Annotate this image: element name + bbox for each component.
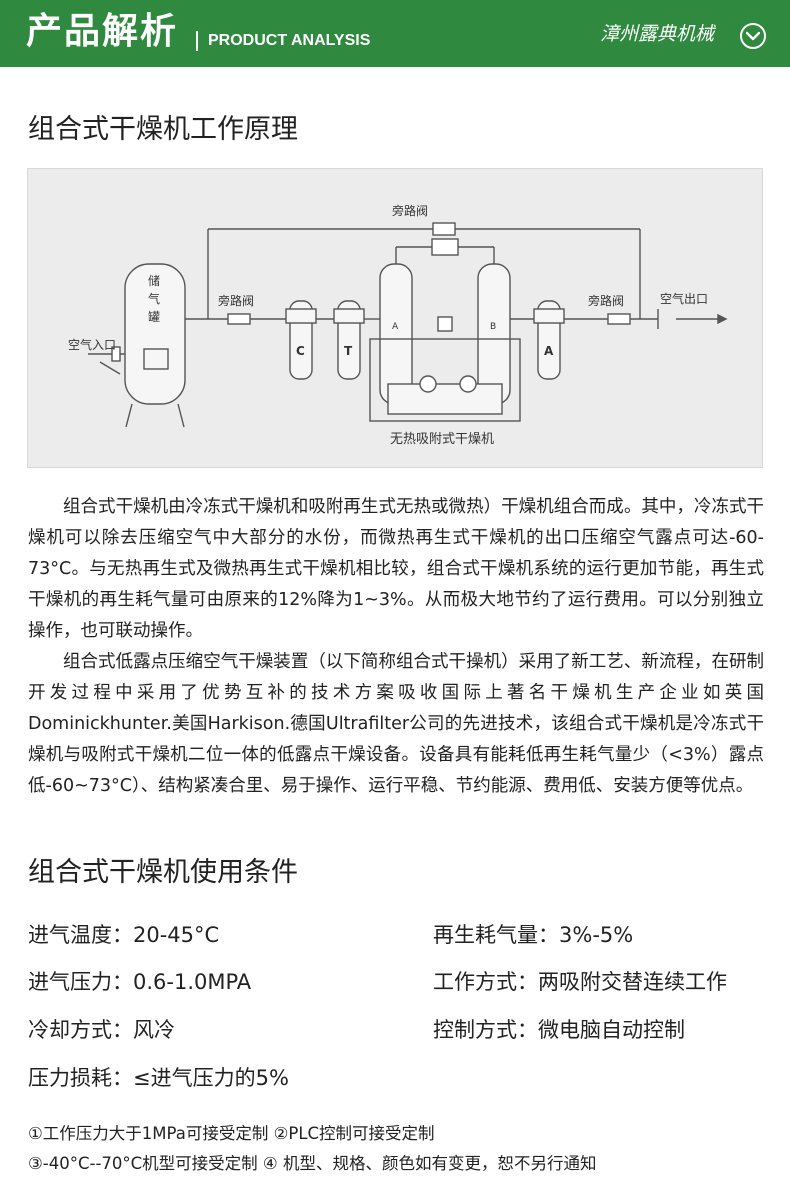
chevron-down-circle-icon[interactable]: [740, 23, 766, 49]
description-text: 组合式干燥机由冷冻式干燥机和吸附再生式无热或微热）干燥机组合而成。其中，冷冻式干…: [28, 492, 764, 802]
label-bypass-left: 旁路阀: [218, 293, 254, 308]
spec-inlet-temperature: 进气温度：20-45°C: [28, 923, 220, 947]
spec-working-mode: 工作方式：两吸附交替连续工作: [433, 970, 727, 994]
spec-cooling-mode: 冷却方式：风冷: [28, 1018, 175, 1042]
label-filter-t: T: [344, 344, 353, 358]
header-divider: [196, 31, 198, 51]
header-title: 产品解析: [26, 11, 179, 52]
label-tank-2: 气: [148, 291, 160, 306]
label-bypass-top: 旁路阀: [392, 203, 428, 218]
brand-name: 漳州露典机械: [600, 23, 715, 45]
label-filter-c: C: [296, 344, 305, 358]
spec-inlet-pressure: 进气压力：0.6-1.0MPA: [28, 970, 252, 994]
description-paragraph-2: 组合式低露点压缩空气干燥装置（以下简称组合式干操机）采用了新工艺、新流程，在研制…: [28, 652, 764, 796]
diagram-caption: 无热吸附式干燥机: [390, 432, 494, 447]
storage-tank: [124, 263, 186, 405]
spec-regeneration-air: 再生耗气量：3%-5%: [433, 923, 634, 947]
spec-pressure-loss: 压力损耗：≤进气压力的5%: [28, 1066, 289, 1090]
dryer-schematic-diagram: 旁路阀 储 气 罐 空气入口 旁路阀 旁路阀 空气出口 C T A A B 无热…: [27, 168, 763, 468]
section-title-principle: 组合式干燥机工作原理: [28, 114, 298, 145]
note-line-2: ③-40°C--70°C机型可接受定制 ④ 机型、规格、颜色如有变更，恕不另行通…: [28, 1154, 597, 1173]
label-tower-a: A: [392, 322, 399, 332]
label-filter-a: A: [544, 344, 554, 358]
description-paragraph-1: 组合式干燥机由冷冻式干燥机和吸附再生式无热或微热）干燥机组合而成。其中，冷冻式干…: [28, 497, 764, 641]
label-tank-1: 储: [148, 273, 160, 288]
label-air-inlet: 空气入口: [68, 337, 116, 352]
label-air-outlet: 空气出口: [660, 291, 708, 306]
label-bypass-right: 旁路阀: [588, 293, 624, 308]
spec-control-mode: 控制方式：微电脑自动控制: [433, 1018, 685, 1042]
label-tank-3: 罐: [148, 310, 160, 324]
page-header: 产品解析 PRODUCT ANALYSIS 漳州露典机械: [0, 0, 790, 67]
header-subtitle: PRODUCT ANALYSIS: [208, 32, 371, 49]
note-line-1: ①工作压力大于1MPa可接受定制 ②PLC控制可接受定制: [28, 1124, 435, 1143]
section-title-conditions: 组合式干燥机使用条件: [28, 857, 298, 888]
label-tower-b: B: [490, 322, 496, 332]
